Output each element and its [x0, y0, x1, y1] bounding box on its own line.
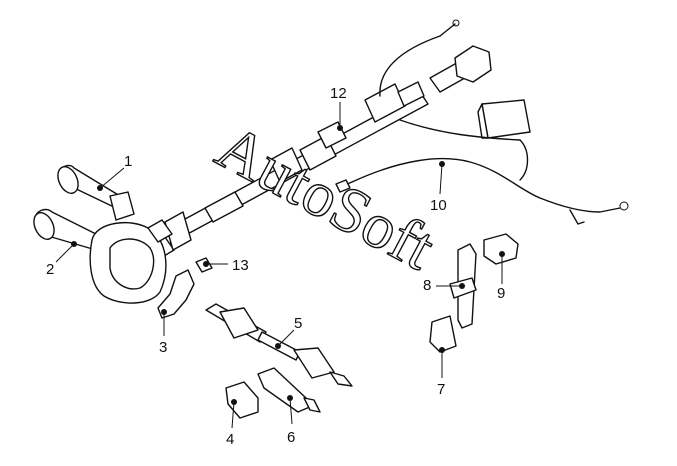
control-unit — [399, 99, 531, 181]
callout-5: 5 — [294, 315, 302, 332]
bushing — [195, 257, 213, 273]
callout-6: 6 — [287, 429, 295, 446]
callout-12: 12 — [330, 85, 347, 102]
callout-10: 10 — [430, 197, 447, 214]
cable — [335, 157, 629, 225]
callout-9: 9 — [497, 285, 505, 302]
bracket-assembly — [429, 243, 477, 353]
callout-1: 1 — [124, 153, 132, 170]
callout-3: 3 — [159, 339, 167, 356]
leader-lines — [55, 102, 503, 429]
callout-4: 4 — [226, 431, 234, 448]
mount-bracket — [483, 233, 519, 265]
boot-large — [257, 367, 321, 413]
callout-8: 8 — [423, 277, 431, 294]
drive-shaft — [205, 303, 353, 387]
callout-2: 2 — [46, 261, 54, 278]
callout-7: 7 — [437, 381, 445, 398]
differential-housing — [33, 208, 173, 304]
boot-small — [225, 381, 259, 419]
propeller-shaft — [149, 19, 492, 257]
axle-tube — [57, 164, 135, 221]
callout-13: 13 — [232, 257, 249, 274]
callouts: 1 2 3 4 5 6 7 8 9 10 12 13 — [46, 85, 505, 448]
